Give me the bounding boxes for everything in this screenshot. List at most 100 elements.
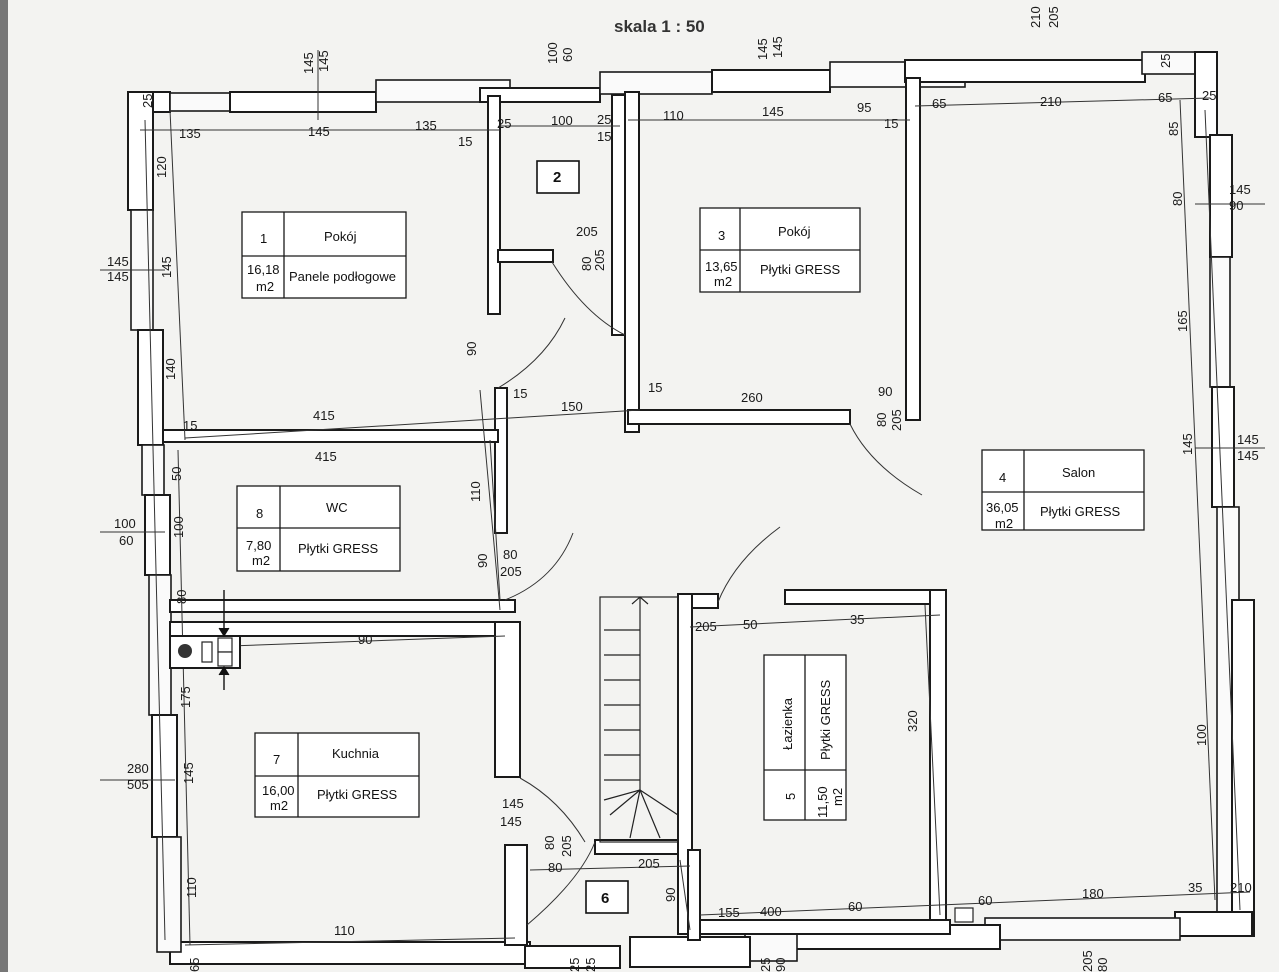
- svg-text:Pokój: Pokój: [778, 224, 811, 239]
- dimension-label: 25: [1158, 54, 1173, 68]
- dimension-label: 65: [1158, 90, 1172, 105]
- svg-text:6: 6: [601, 890, 609, 907]
- dimension-label: 80: [503, 547, 517, 562]
- svg-text:8: 8: [256, 506, 263, 521]
- dimension-label: 80: [542, 836, 557, 850]
- dimension-label: 60: [119, 533, 133, 548]
- dimension-label: 90: [358, 632, 372, 647]
- dimension-label: 50: [743, 617, 757, 632]
- inner-walls: [162, 77, 951, 946]
- svg-text:Pokój: Pokój: [324, 229, 357, 244]
- dimension-label: 15: [884, 116, 898, 131]
- dimension-label: 35: [1188, 880, 1202, 895]
- svg-text:7: 7: [273, 752, 280, 767]
- svg-text:Salon: Salon: [1062, 465, 1095, 480]
- stove-burner-icon: [178, 644, 192, 658]
- dimension-label: 280: [127, 761, 149, 776]
- staircase: [599, 596, 679, 843]
- svg-text:m2: m2: [830, 788, 845, 806]
- dimension-label: 145: [755, 38, 770, 60]
- svg-text:5: 5: [783, 793, 798, 800]
- dimension-label: 15: [458, 134, 472, 149]
- dimension-label: 400: [760, 904, 782, 919]
- dimension-label: 90: [1229, 198, 1243, 213]
- dimension-label: 145: [1229, 182, 1251, 197]
- dimension-label: 90: [773, 958, 788, 972]
- room-number-6: 6: [585, 880, 629, 914]
- svg-text:m2: m2: [256, 279, 274, 294]
- room-label-3: 3 Pokój 13,65 m2 Płytki GRESS: [699, 207, 861, 293]
- dimension-label: 65: [187, 958, 202, 972]
- dimension-label: 205: [1080, 950, 1095, 972]
- dimension-label: 90: [475, 554, 490, 568]
- dimension-label: 35: [850, 612, 864, 627]
- svg-text:16,18: 16,18: [247, 262, 280, 277]
- dimension-label: 60: [978, 893, 992, 908]
- svg-text:Płytki GRESS: Płytki GRESS: [298, 541, 379, 556]
- dimension-label: 145: [770, 36, 785, 58]
- dimension-label: 145: [1180, 433, 1195, 455]
- svg-text:Płytki GRESS: Płytki GRESS: [760, 262, 841, 277]
- dimension-label: 205: [500, 564, 522, 579]
- room-number-2: 2: [536, 160, 580, 194]
- dimension-label: 80: [548, 860, 562, 875]
- dimension-label: 415: [315, 449, 337, 464]
- room-label-7: 7 Kuchnia 16,00 m2 Płytki GRESS: [254, 732, 420, 818]
- svg-text:m2: m2: [252, 553, 270, 568]
- dimension-label: 80: [1170, 192, 1185, 206]
- svg-text:Płytki GRESS: Płytki GRESS: [818, 679, 833, 760]
- dimension-label: 155: [718, 905, 740, 920]
- dimension-label: 145: [308, 124, 330, 139]
- scan-edge: [0, 0, 8, 972]
- dimension-label: 100: [1194, 724, 1209, 746]
- dimension-label: 145: [181, 762, 196, 784]
- dimension-label: 205: [1046, 6, 1061, 28]
- dimension-label: 415: [313, 408, 335, 423]
- dimension-label: 80: [1095, 958, 1110, 972]
- dimension-label: 140: [163, 358, 178, 380]
- dimension-label: 260: [741, 390, 763, 405]
- svg-text:Płytki GRESS: Płytki GRESS: [1040, 504, 1121, 519]
- svg-text:7,80: 7,80: [246, 538, 271, 553]
- svg-text:11,50: 11,50: [815, 786, 830, 818]
- svg-text:1: 1: [260, 231, 267, 246]
- dimension-label: 90: [878, 384, 892, 399]
- svg-text:2: 2: [553, 169, 561, 186]
- dimension-label: 150: [561, 399, 583, 414]
- svg-text:Płytki GRESS: Płytki GRESS: [317, 787, 398, 802]
- svg-text:4: 4: [999, 470, 1006, 485]
- dimension-label: 50: [169, 467, 184, 481]
- room-label-5: Łazienka Płytki GRESS 5 11,50 m2: [763, 654, 847, 821]
- dimension-label: 110: [334, 923, 355, 938]
- svg-text:m2: m2: [995, 516, 1013, 531]
- dimension-label: 205: [889, 409, 904, 431]
- room-label-1: 1 Pokój 16,18 m2 Panele podłogowe: [241, 211, 407, 299]
- svg-text:Panele podłogowe: Panele podłogowe: [289, 269, 396, 284]
- dimension-label: 205: [576, 224, 598, 239]
- dimension-label: 90: [663, 888, 678, 902]
- room-label-8: 8 WC 7,80 m2 Płytki GRESS: [236, 485, 401, 572]
- dimension-label: 145: [316, 50, 331, 72]
- dimension-label: 25: [497, 116, 511, 131]
- svg-text:m2: m2: [714, 274, 732, 289]
- dimension-label: 210: [1230, 880, 1252, 895]
- dimension-label: 80: [579, 257, 594, 271]
- dimension-label: 25: [1202, 88, 1216, 103]
- svg-text:Łazienka: Łazienka: [780, 697, 795, 750]
- dimension-label: 205: [592, 249, 607, 271]
- dimension-label: 85: [1166, 122, 1181, 136]
- dimension-label: 95: [857, 100, 871, 115]
- dimension-label: 100: [551, 113, 573, 128]
- dimension-label: 80: [874, 413, 889, 427]
- dimension-label: 205: [638, 856, 660, 871]
- svg-text:m2: m2: [270, 798, 288, 813]
- door-swings: [497, 261, 923, 926]
- dimension-label: 100: [171, 516, 186, 538]
- svg-text:3: 3: [718, 228, 725, 243]
- dimension-label: 120: [154, 156, 169, 178]
- dimension-label: 15: [648, 380, 662, 395]
- dimension-label: 145: [502, 796, 524, 811]
- dimension-label: 165: [1175, 310, 1190, 332]
